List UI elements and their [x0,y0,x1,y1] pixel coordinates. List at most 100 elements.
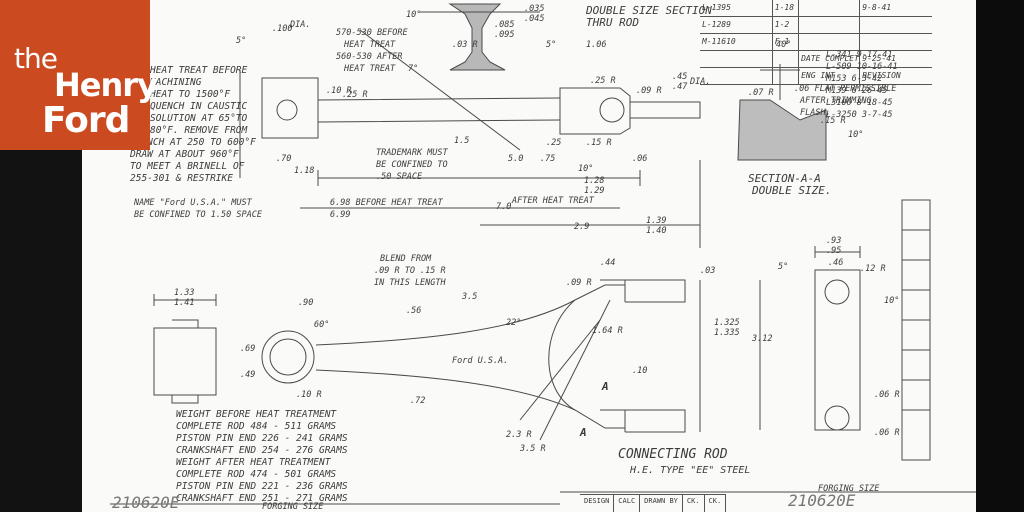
title-block-ck1: CK. [683,495,705,512]
angle-10-top: 10° [406,10,422,20]
i-beam-section [448,3,506,71]
fork-upper-eye [600,279,686,303]
dim-70: .70 [276,154,292,164]
blend-2: IN THIS LENGTH [374,278,446,288]
dim-1325: 1.325 [714,318,740,328]
logo-ford: Ford [42,100,130,141]
pin-end-top-view [559,87,631,135]
change-list-4: L3106 8-18-45 [826,98,893,108]
flash-note-2: FLASH. [800,108,831,118]
change-list-1: L-509 10-16-41 [826,62,898,72]
flash-note-1: AFTER TRIMMING [800,96,872,106]
dia-top: DIA. [290,20,311,30]
drawing-material: H.E. TYPE "EE" STEEL [630,465,751,476]
crank-bore-bottom [261,330,315,384]
angle-5-mid: 5° [546,40,557,50]
dim-44: .44 [600,258,616,268]
double-size-section: DOUBLE SIZE SECTION [586,4,712,17]
change-list-5: L-3250 3-7-45 [826,110,893,120]
dim-09r-top: .09 R [636,86,662,96]
name-note-1: BE CONFINED TO 1.50 SPACE [134,210,262,220]
dim-50: 5.0 [508,154,524,164]
fork-crotch [548,299,576,411]
dim-035: .035 [524,4,545,14]
angle-10-mid: 10° [578,164,594,174]
dim-line-698 [317,170,641,186]
title-block-drawn-by: DRAWN BY [640,495,683,512]
dim-15: 1.5 [454,136,470,146]
dim-70-after: 7.0 [496,202,512,212]
weight-row-1: COMPLETE ROD 484 - 511 GRAMS [176,421,337,432]
ht-block-3: HEAT TREAT [344,64,396,74]
dim-10r-bot: .10 R [296,390,322,400]
heat-treat-note-8: TO MEET A BRINELL OF [130,161,245,172]
part-number-left: 210620E [112,493,180,512]
dim-10r-left: .10 R [326,86,352,96]
heat-treat-note-9: 255-301 & RESTRIKE [130,173,233,184]
ht-block-0: 570-530 BEFORE [336,28,408,38]
dim-312: 3.12 [752,334,773,344]
logo-henry: Henry [54,66,158,104]
ht-block-2: 560-530 AFTER [336,52,403,62]
angle-40: 40° [776,40,792,50]
forging-size-right: FORGING SIZE [818,484,880,494]
dim-72: .72 [410,396,426,406]
ford-usa: Ford U.S.A. [452,356,509,366]
angle-5-left: 5° [236,36,247,46]
heat-treat-note-4: SOLUTION AT 65°TO [150,113,248,124]
dim-29: 2.9 [574,222,590,232]
dim-12r: .12 R [860,264,886,274]
dim-698: 6.98 BEFORE HEAT TREAT [330,198,443,208]
dim-49: .49 [240,370,256,380]
weight-row-4: WEIGHT AFTER HEAT TREATMENT [176,457,331,468]
title-block-calc: CALC [614,495,641,512]
table-row: DATE COMPLETED9-25-41 [700,51,932,68]
dim-35: 3.5 [462,292,478,302]
double-size-label: DOUBLE SIZE. [752,184,832,197]
dim-09r-fork: .09 R [566,278,592,288]
dim-45: .45 [672,72,688,82]
heat-treat-note-0: HEAT TREAT BEFORE [150,65,248,76]
heat-treat-note-7: DRAW AT ABOUT 960°F [130,149,239,160]
angle-60: 60° [314,320,330,330]
dim-045: .045 [524,14,545,24]
fork-lower-arm [315,369,625,429]
fork-lower-eye [600,409,686,433]
dim-10-fork: .10 [632,366,648,376]
forging-size-left: FORGING SIZE [262,502,324,512]
after-heat-treat: AFTER HEAT TREAT [512,196,594,206]
dim-69: .69 [240,344,256,354]
dim-75: .75 [540,154,556,164]
angle-22: 22° [506,318,522,328]
crank-end-top-view [261,77,319,139]
scan-border-right [976,0,1024,512]
dim-118: 1.18 [294,166,315,176]
dim-03: .03 [700,266,716,276]
trademark-1: BE CONFINED TO [376,160,448,170]
logo-the: the [14,42,58,75]
trademark-2: .50 SPACE [376,172,423,182]
flash-note-0: .06 FLAT PERMISSIBLE [794,84,897,94]
dim-128: 1.28 [584,176,605,186]
dim-106: 1.06 [586,40,607,50]
change-list-0: L-341 9-17-41 [826,50,893,60]
dim-15r: .15 R [586,138,612,148]
angle-5-right: 5° [778,262,789,272]
name-note-0: NAME "Ford U.S.A." MUST [134,198,252,208]
angle-10-sec: 10° [848,130,864,140]
dim-25r-top: .25 R [590,76,616,86]
trademark-0: TRADEMARK MUST [376,148,448,158]
end-view-right [814,269,861,431]
dim-085: .085 [494,20,515,30]
change-list-2: M153 6-3-42 [826,74,883,84]
weight-row-0: WEIGHT BEFORE HEAT TREATMENT [176,409,337,420]
blend-0: BLEND FROM [380,254,432,264]
end-view-left [153,327,217,396]
weight-row-6: PISTON PIN END 221 - 236 GRAMS [176,481,348,492]
dim-25a: .25 [546,138,562,148]
heat-treat-note-3: QUENCH IN CAUSTIC [150,101,248,112]
dim-141: 1.41 [174,298,195,308]
henry-ford-logo[interactable]: the Henry Ford [0,0,158,150]
